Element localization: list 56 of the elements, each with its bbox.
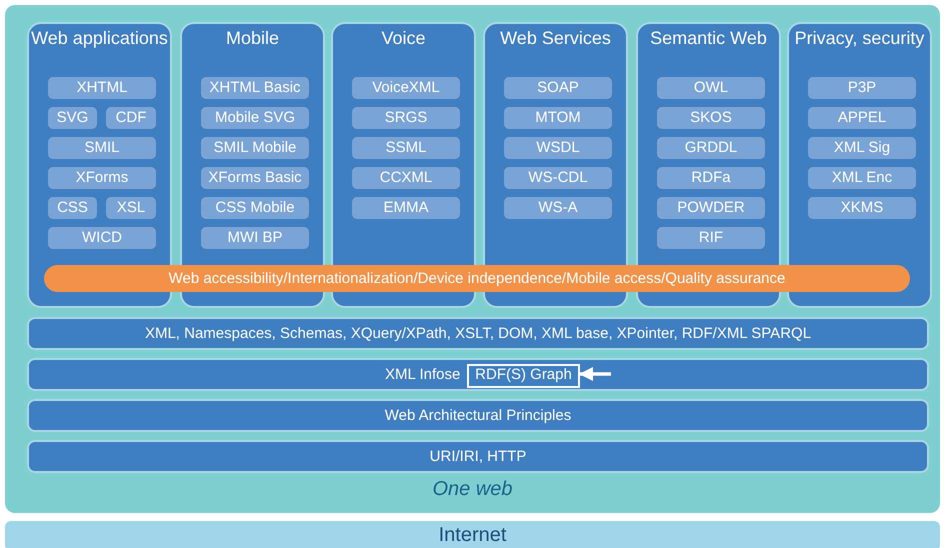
layer-label: XML Infose xyxy=(385,365,460,385)
tag-chip: XForms Basic xyxy=(201,167,309,189)
banner-bar: Web accessibility/Internationalization/Device independence/Mobile access/Quality assurance xyxy=(44,265,910,292)
tag-chip: XHTML Basic xyxy=(201,77,309,99)
column-heading: Web applications xyxy=(30,28,169,48)
panel-caption: One web xyxy=(431,478,514,501)
tag-chip: XSL xyxy=(106,197,156,219)
tag-chip: APPEL xyxy=(808,107,916,129)
tag-chip: CDF xyxy=(106,107,156,129)
tag-chip: SRGS xyxy=(352,107,460,129)
tag-chip: WICD xyxy=(48,227,156,249)
tag-chip: WS-CDL xyxy=(504,167,612,189)
column-panel xyxy=(787,22,932,308)
tag-chip: VoiceXML xyxy=(352,77,460,99)
layer-bar xyxy=(27,358,929,391)
tag-chip: XKMS xyxy=(808,197,916,219)
tag-chip: MWI BP xyxy=(201,227,309,249)
tag-chip: MTOM xyxy=(504,107,612,129)
tag-chip: SKOS xyxy=(657,107,765,129)
tag-chip: RDFa xyxy=(657,167,765,189)
tag-chip: SSML xyxy=(352,137,460,159)
tag-chip: SVG xyxy=(48,107,97,129)
tag-chip: XForms xyxy=(48,167,156,189)
tag-chip: OWL xyxy=(657,77,765,99)
tag-chip: WSDL xyxy=(504,137,612,159)
tag-chip: RIF xyxy=(657,227,765,249)
column-heading: Semantic Web xyxy=(649,28,768,48)
tag-chip: XHTML xyxy=(48,77,156,99)
platform-panel xyxy=(5,5,940,513)
tag-chip: Mobile SVG xyxy=(201,107,309,129)
layer-label: URI/IRI, HTTP xyxy=(428,447,528,467)
column-heading: Web Services xyxy=(499,28,612,48)
column-heading: Voice xyxy=(380,28,427,48)
layer-bar xyxy=(27,440,929,473)
tag-chip: WS-A xyxy=(504,197,612,219)
tag-chip: CSS xyxy=(48,197,97,219)
layer-label: Web Architectural Principles xyxy=(384,406,572,426)
tag-chip: POWDER xyxy=(657,197,765,219)
base-layer-bar: Internet xyxy=(5,521,940,548)
tag-chip: XML Sig xyxy=(808,137,916,159)
tag-chip: P3P xyxy=(808,77,916,99)
column-heading: Privacy, security xyxy=(794,28,926,48)
tag-chip: SOAP xyxy=(504,77,612,99)
tag-chip: GRDDL xyxy=(657,137,765,159)
highlight-box: RDF(S) Graph xyxy=(467,364,580,388)
tag-chip: CCXML xyxy=(352,167,460,189)
layer-bar xyxy=(27,317,929,350)
column-heading: Mobile xyxy=(224,28,280,48)
layer-label: XML, Namespaces, Schemas, XQuery/XPath, XSLT, DOM, XML base, XPointer, RDF/XML SPARQL xyxy=(144,324,812,344)
tag-chip: XML Enc xyxy=(808,167,916,189)
tag-chip: CSS Mobile xyxy=(201,197,309,219)
tag-chip: EMMA xyxy=(352,197,460,219)
layer-bar xyxy=(27,399,929,432)
tag-chip: SMIL Mobile xyxy=(201,137,309,159)
tag-chip: SMIL xyxy=(48,137,156,159)
arrow xyxy=(579,367,611,381)
